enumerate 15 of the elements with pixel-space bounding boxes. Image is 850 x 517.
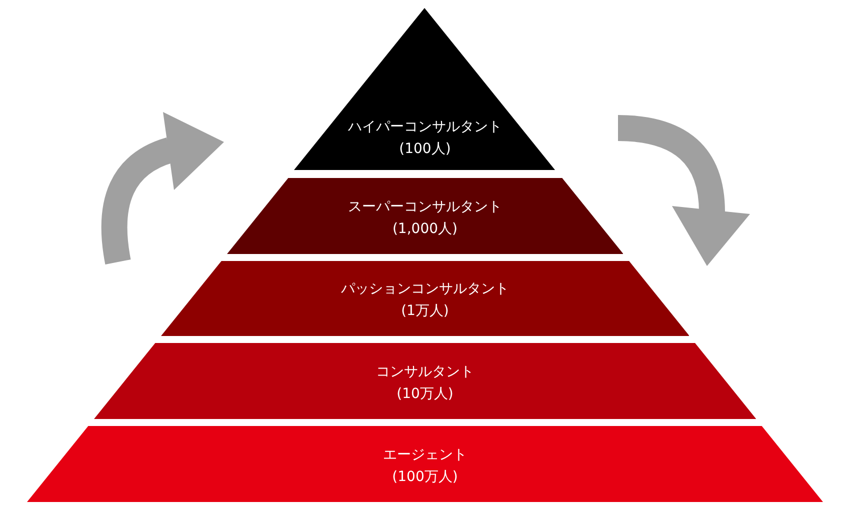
tier-count: (1万人) bbox=[401, 302, 449, 321]
pyramid-tier bbox=[27, 426, 823, 502]
tier-count: (100万人) bbox=[392, 468, 458, 487]
pyramid-tier bbox=[94, 343, 756, 419]
tier-count: (10万人) bbox=[396, 385, 454, 404]
pyramid-tier bbox=[160, 261, 690, 336]
tier-label: ハイパーコンサルタント bbox=[348, 118, 502, 137]
tier-count: (1,000人) bbox=[392, 220, 458, 239]
tier-label: エージェント bbox=[383, 446, 467, 465]
pyramid-tier bbox=[226, 178, 624, 254]
pyramid-tier bbox=[294, 8, 556, 170]
tier-label: パッションコンサルタント bbox=[340, 280, 509, 299]
tier-label: スーパーコンサルタント bbox=[348, 198, 502, 217]
tier-label: コンサルタント bbox=[376, 363, 474, 382]
tier-count: (100人) bbox=[399, 140, 451, 159]
